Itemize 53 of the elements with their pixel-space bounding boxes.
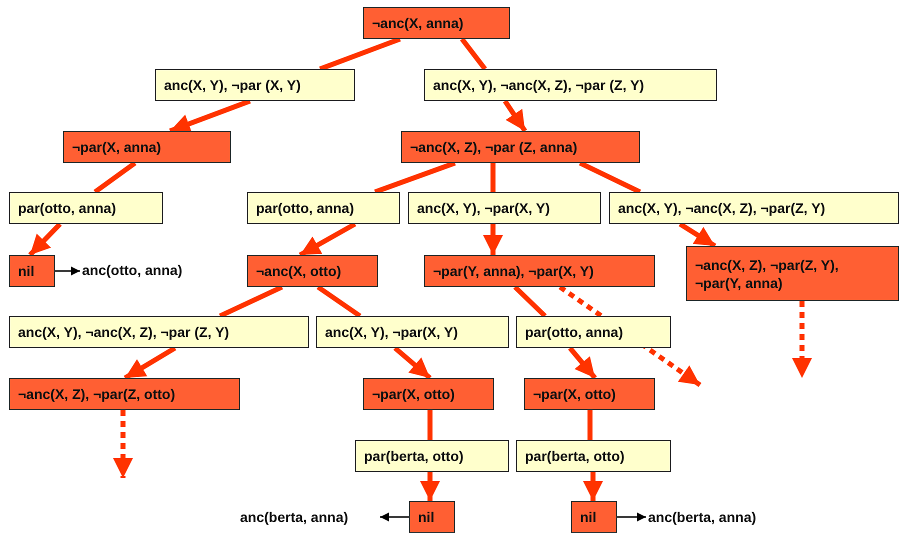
arrow [502,100,528,132]
goal-box: ¬par(X, otto) [524,378,655,410]
connector-line [513,285,547,318]
clause-box: par(berta, otto) [355,440,509,472]
goal-box: ¬par(X, otto) [363,378,494,410]
goal-box: ¬anc(X, anna) [363,7,510,39]
dashed-arrow [792,301,812,378]
clause-box: anc(X, Y), ¬par(X, Y) [408,192,601,224]
connector-line [319,36,401,72]
connector-line [94,160,136,194]
goal-box: nil [571,501,617,533]
connector-line [374,160,456,194]
goal-box: ¬par(Y, anna), ¬par(X, Y) [424,255,655,287]
clause-box: anc(X, Y), ¬anc(X, Z), ¬par (Z, Y) [424,69,717,101]
clause-box: par(otto, anna) [9,192,163,224]
arrow [28,222,62,257]
connector-line [460,37,487,71]
connector-line [588,410,592,440]
clause-box: anc(X, Y), ¬anc(X, Z), ¬par (Z, Y) [9,316,309,348]
connector-line [578,160,642,194]
arrow [55,266,80,276]
connector-line [316,284,362,318]
clause-box: anc(X, Y), ¬par (X, Y) [155,69,355,101]
connector-line [490,163,496,192]
arrow [380,512,409,522]
clause-box: par(otto, anna) [247,192,400,224]
arrow [393,346,432,380]
answer-text: anc(berta, anna) [646,505,792,529]
answer-text: anc(otto, anna) [80,257,215,283]
arrow [169,98,251,134]
arrow [678,222,716,248]
goal-box: ¬anc(X, Z), ¬par(Z, Y), ¬par(Y, anna) [686,246,899,301]
clause-box: anc(X, Y), ¬anc(X, Z), ¬par(Z, Y) [609,192,899,224]
goal-box: nil [9,255,55,287]
goal-box: ¬anc(X, Z), ¬par (Z, anna) [401,131,640,163]
arrow [568,346,597,380]
clause-box: par(otto, anna) [516,316,671,348]
clause-box: par(berta, otto) [516,440,671,472]
arrow [420,472,440,501]
dashed-arrow [113,410,133,478]
goal-box: nil [409,501,455,533]
goal-box: ¬anc(X, Z), ¬par(Z, otto) [9,378,240,410]
answer-text: anc(berta, anna) [238,505,380,529]
arrow [583,472,603,501]
goal-box: ¬anc(X, otto) [247,255,378,287]
arrow [124,346,176,380]
arrow [483,224,503,255]
arrow [617,512,646,522]
arrow [298,222,356,258]
connector-line [428,410,432,440]
connector-line [218,284,284,318]
clause-box: anc(X, Y), ¬par(X, Y) [316,316,509,348]
goal-box: ¬par(X, anna) [63,131,231,163]
